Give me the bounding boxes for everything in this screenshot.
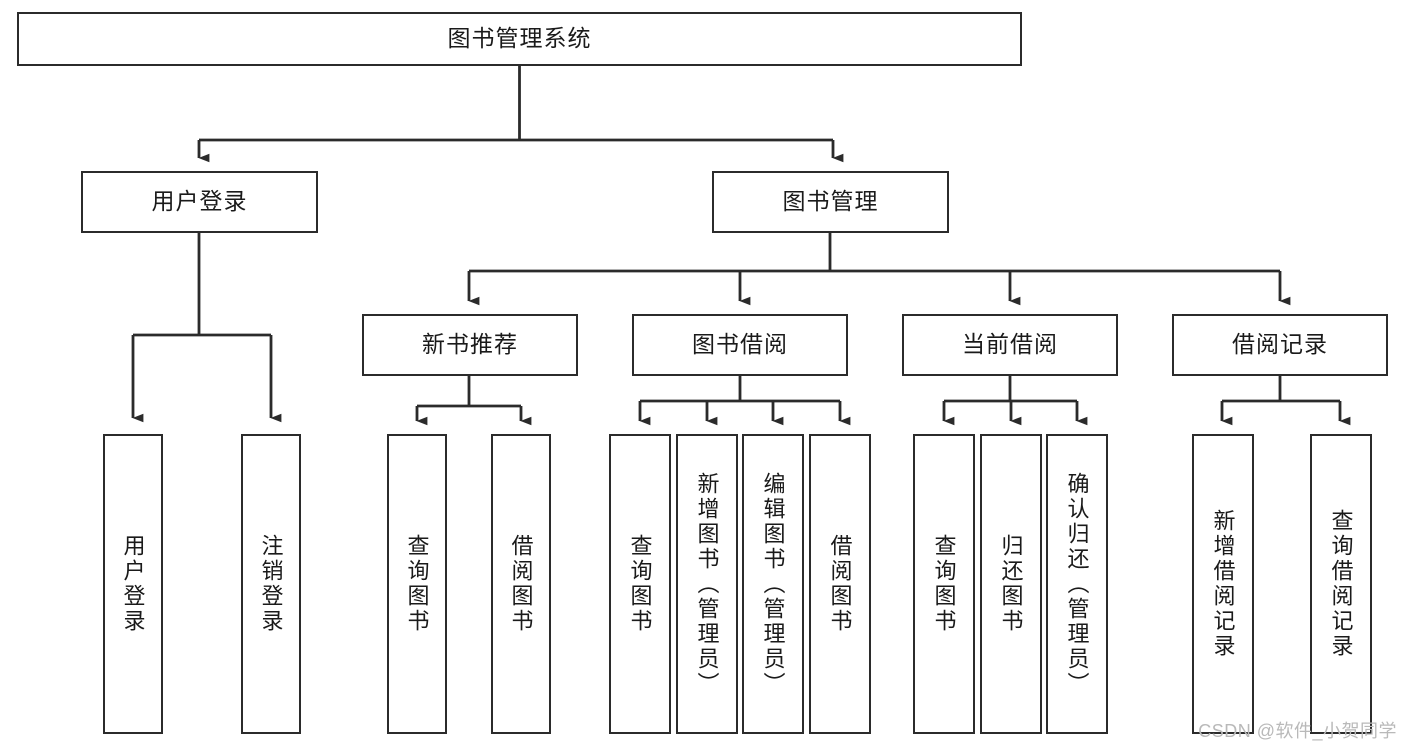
leaf-cur-query[interactable]: 查询图书 <box>913 434 975 734</box>
node-book-borrow[interactable]: 图书借阅 <box>632 314 848 376</box>
node-root[interactable]: 图书管理系统 <box>17 12 1022 66</box>
leaf-rec-query2[interactable]: 查询借阅记录 <box>1310 434 1372 734</box>
leaf-rec-borrow-label: 借阅图书 <box>508 534 534 634</box>
leaf-cur-query-label: 查询图书 <box>931 534 957 634</box>
leaf-rec-query2-label: 查询借阅记录 <box>1328 509 1354 659</box>
node-user-login[interactable]: 用户登录 <box>81 171 318 233</box>
node-new-book-rec[interactable]: 新书推荐 <box>362 314 578 376</box>
leaf-rec-add-label: 新增借阅记录 <box>1210 509 1236 659</box>
leaf-user-logout-label: 注销登录 <box>258 534 284 634</box>
leaf-user-logout[interactable]: 注销登录 <box>241 434 301 734</box>
leaf-rec-add[interactable]: 新增借阅记录 <box>1192 434 1254 734</box>
node-new-book-rec-label: 新书推荐 <box>422 331 518 358</box>
leaf-user-login[interactable]: 用户登录 <box>103 434 163 734</box>
node-book-mgmt-label: 图书管理 <box>782 188 879 215</box>
leaf-borrow-borrow[interactable]: 借阅图书 <box>809 434 871 734</box>
node-borrow-record[interactable]: 借阅记录 <box>1172 314 1388 376</box>
node-book-borrow-label: 图书借阅 <box>692 331 788 358</box>
leaf-rec-borrow[interactable]: 借阅图书 <box>491 434 551 734</box>
leaf-borrow-edit[interactable]: 编辑图书（管理员） <box>742 434 804 734</box>
leaf-rec-query-label: 查询图书 <box>404 534 430 634</box>
leaf-rec-query[interactable]: 查询图书 <box>387 434 447 734</box>
leaf-user-login-label: 用户登录 <box>120 534 146 634</box>
leaf-borrow-add[interactable]: 新增图书（管理员） <box>676 434 738 734</box>
node-root-label: 图书管理系统 <box>447 25 592 52</box>
node-book-mgmt[interactable]: 图书管理 <box>712 171 949 233</box>
node-borrow-record-label: 借阅记录 <box>1232 331 1328 358</box>
leaf-cur-confirm[interactable]: 确认归还（管理员） <box>1046 434 1108 734</box>
node-current-borrow-label: 当前借阅 <box>962 331 1058 358</box>
leaf-borrow-borrow-label: 借阅图书 <box>827 534 853 634</box>
leaf-borrow-add-label: 新增图书（管理员） <box>694 471 720 697</box>
leaf-cur-return[interactable]: 归还图书 <box>980 434 1042 734</box>
leaf-borrow-edit-label: 编辑图书（管理员） <box>760 471 786 697</box>
leaf-borrow-query[interactable]: 查询图书 <box>609 434 671 734</box>
node-user-login-label: 用户登录 <box>151 188 248 215</box>
leaf-cur-confirm-label: 确认归还（管理员） <box>1064 471 1090 697</box>
leaf-borrow-query-label: 查询图书 <box>627 534 653 634</box>
node-current-borrow[interactable]: 当前借阅 <box>902 314 1118 376</box>
leaf-cur-return-label: 归还图书 <box>998 534 1024 634</box>
